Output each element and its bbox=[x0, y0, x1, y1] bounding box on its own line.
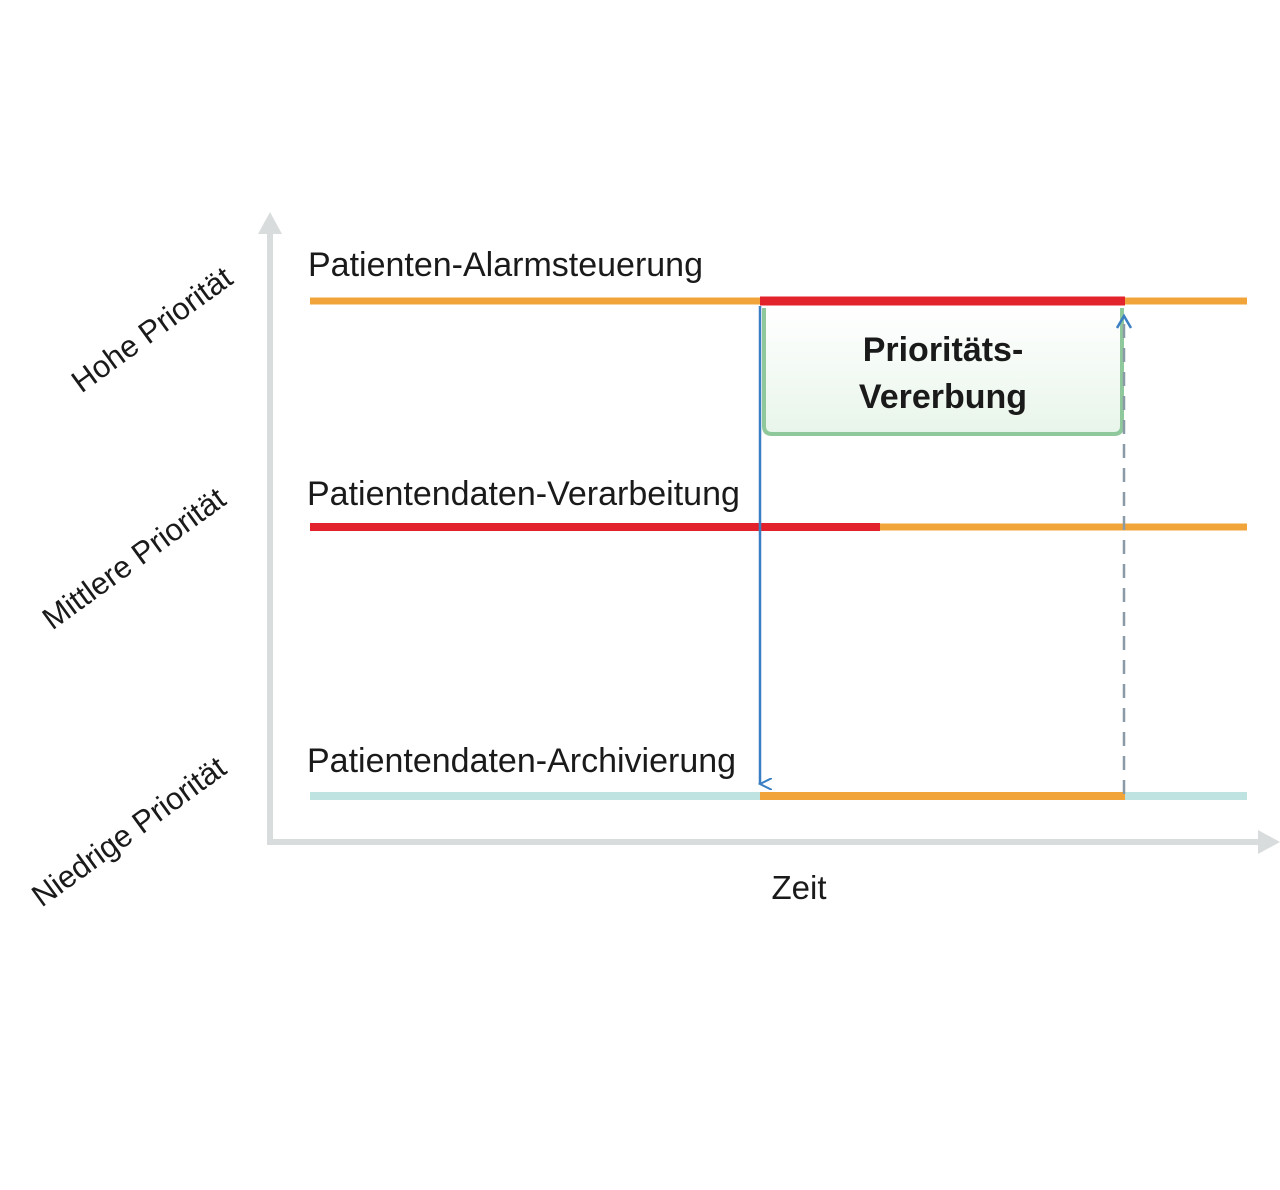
priority-inheritance-label-line2: Vererbung bbox=[859, 378, 1027, 416]
return-arrow-dashed bbox=[1115, 313, 1133, 794]
y-axis-arrowhead bbox=[258, 212, 282, 234]
priority-inheritance-box: Prioritäts- Vererbung bbox=[762, 308, 1124, 436]
priority-label-low: Niedrige Priorität bbox=[25, 749, 233, 913]
priority-label-high: Hohe Priorität bbox=[65, 259, 239, 399]
priority-inheritance-label-line1: Prioritäts- bbox=[863, 331, 1024, 369]
task-label-archiving: Patientendaten-Archivierung bbox=[307, 742, 736, 780]
x-axis-arrowhead bbox=[1258, 830, 1280, 854]
axes bbox=[258, 212, 1280, 854]
task-label-processing: Patientendaten-Verarbeitung bbox=[307, 475, 740, 513]
x-axis-label: Zeit bbox=[771, 869, 826, 906]
task-label-alarm: Patienten-Alarmsteuerung bbox=[308, 246, 703, 284]
priority-label-medium: Mittlere Priorität bbox=[36, 480, 232, 636]
